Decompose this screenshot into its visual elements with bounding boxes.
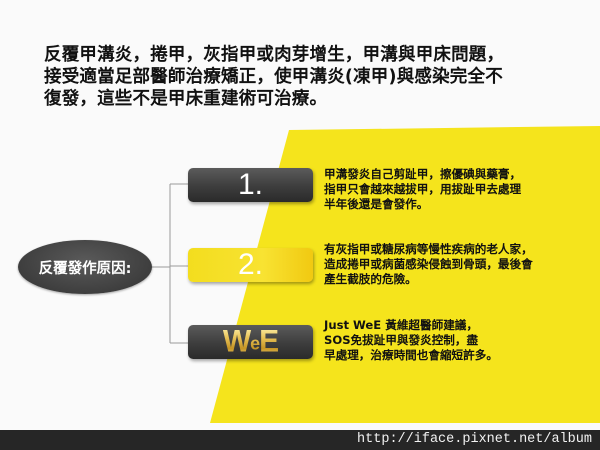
logo-letter-w: W [222, 324, 251, 359]
headline: 反覆甲溝炎，捲甲，灰指甲或肉芽增生，甲溝與甲床問題， 接受適當足部醫師治療矯正，… [44, 44, 594, 110]
step-description-3: Just WeE 黃維超醫師建議， SOS免拔趾甲與發炎控制，盡 早處理，治療時… [324, 318, 594, 363]
headline-line-1: 反覆甲溝炎，捲甲，灰指甲或肉芽增生，甲溝與甲床問題， [44, 45, 505, 65]
logo-letter-e: e [250, 332, 260, 354]
headline-line-3: 復發，這些不是甲床重建術可治療。 [44, 89, 328, 109]
wee-logo: WeE [223, 326, 278, 358]
description-line: 產生截肢的危險。 [324, 272, 417, 286]
description-line: 甲溝發炎自己剪趾甲，擦優碘與藥膏， [324, 167, 522, 181]
watermark-url: http://iface.pixnet.net/album [357, 432, 592, 447]
root-node-label: 反覆發作原因: [38, 260, 132, 277]
description-line: 有灰指甲或糖尿病等慢性疾病的老人家， [324, 242, 533, 256]
headline-line-2: 接受適當足部醫師治療矯正，使甲溝炎(凍甲)與感染完全不 [44, 67, 503, 87]
description-line: 造成捲甲或病菌感染侵蝕到骨頭，最後會 [324, 257, 533, 271]
step-badge-2: 2. [188, 248, 313, 282]
step-number-2: 2. [237, 248, 264, 281]
root-node: 反覆發作原因: [18, 240, 152, 294]
step-badge-1: 1. [188, 168, 313, 202]
description-line: 指甲只會越來越拔甲，用拔趾甲去處理 [324, 182, 522, 196]
step-description-1: 甲溝發炎自己剪趾甲，擦優碘與藥膏， 指甲只會越來越拔甲，用拔趾甲去處理 半年後還… [324, 167, 594, 212]
description-line: 半年後還是會發作。 [324, 197, 429, 211]
description-line: 早處理，治療時間也會縮短許多。 [324, 348, 498, 362]
step-badge-3: WeE [188, 325, 313, 359]
logo-letter-E: E [259, 324, 279, 359]
footer-bar: http://iface.pixnet.net/album [0, 430, 600, 450]
description-line: SOS免拔趾甲與發炎控制，盡 [324, 333, 479, 347]
description-line: Just WeE 黃維超醫師建議， [324, 318, 478, 332]
step-description-2: 有灰指甲或糖尿病等慢性疾病的老人家， 造成捲甲或病菌感染侵蝕到骨頭，最後會 產生… [324, 242, 594, 287]
step-number-1: 1. [237, 168, 264, 201]
